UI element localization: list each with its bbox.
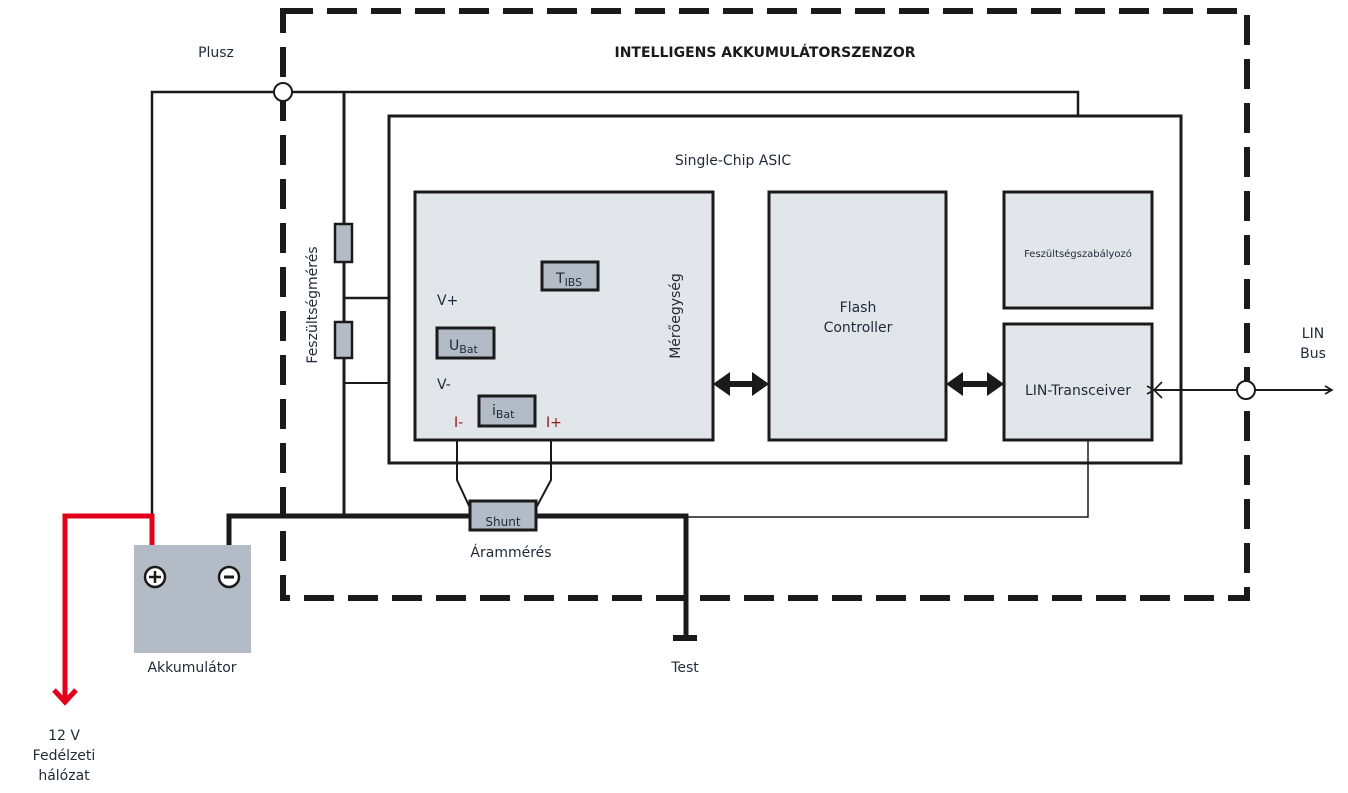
minus-terminal-icon: [217, 565, 241, 589]
lin-terminal-icon: [1236, 380, 1256, 400]
akkumulator-label: Akkumulátor: [147, 660, 236, 676]
lin-ground-wire: [536, 440, 1089, 518]
i-bat-box: [477, 394, 537, 428]
flash-controller-box: [767, 190, 948, 442]
feszultsegmeres-label: Feszültségmérés: [305, 246, 321, 363]
resistor-icon: [333, 222, 354, 264]
v-minus-label: V-: [437, 377, 451, 393]
lin-label: LIN: [1302, 326, 1324, 342]
meroegyseg-label: Mérőegység: [668, 273, 684, 359]
voltage-regulator-box: [1002, 190, 1154, 310]
arrow-down-icon: [52, 688, 78, 706]
shunt-label: Shunt: [485, 515, 520, 529]
plus-terminal-icon: [143, 565, 167, 589]
i-minus-wire: [456, 440, 471, 509]
arammeres-label: Árammérés: [470, 544, 551, 561]
shunt-box: [468, 499, 538, 532]
v-plus-label: V+: [437, 293, 458, 309]
resistor-icon: [333, 320, 354, 360]
ground-wire: [226, 513, 689, 638]
arrow-left-icon: [1152, 381, 1163, 399]
t-ibs-label: TIBS: [555, 271, 582, 289]
lin-transceiver-label: LIN-Transceiver: [1025, 383, 1131, 399]
u-bat-box: [435, 326, 496, 360]
plus-terminal-icon: [273, 82, 293, 102]
asic-label: Single-Chip ASIC: [675, 153, 792, 169]
voltage-label: 12 V: [48, 728, 80, 744]
network-label-2: hálózat: [38, 768, 90, 784]
i-plus-wire: [535, 440, 552, 509]
lin-transceiver-box: [1002, 322, 1154, 442]
bidirectional-arrow-icon: [946, 372, 1004, 396]
bidirectional-arrow-icon: [713, 372, 769, 396]
diagram-title: INTELLIGENS AKKUMULÁTORSZENZOR: [614, 44, 915, 61]
t-ibs-box: [540, 260, 600, 292]
regulator-label: Feszültségszabályozó: [1024, 248, 1132, 260]
controller-label: Controller: [824, 320, 893, 336]
i-bat-label: iBat: [492, 403, 515, 421]
supply-wire: [62, 513, 155, 700]
i-plus-label: I+: [546, 415, 562, 431]
test-label: Test: [670, 660, 699, 676]
plusz-label: Plusz: [198, 45, 234, 61]
network-label-1: Fedélzeti: [33, 748, 96, 764]
bus-label: Bus: [1300, 346, 1326, 362]
u-bat-label: UBat: [449, 338, 479, 356]
test-ground-icon: [673, 635, 697, 641]
flash-label: Flash: [840, 300, 877, 316]
i-minus-label: I-: [454, 415, 463, 431]
measurement-unit-box: [413, 190, 715, 442]
battery: [134, 545, 251, 653]
sensor-boundary: [280, 8, 1250, 601]
